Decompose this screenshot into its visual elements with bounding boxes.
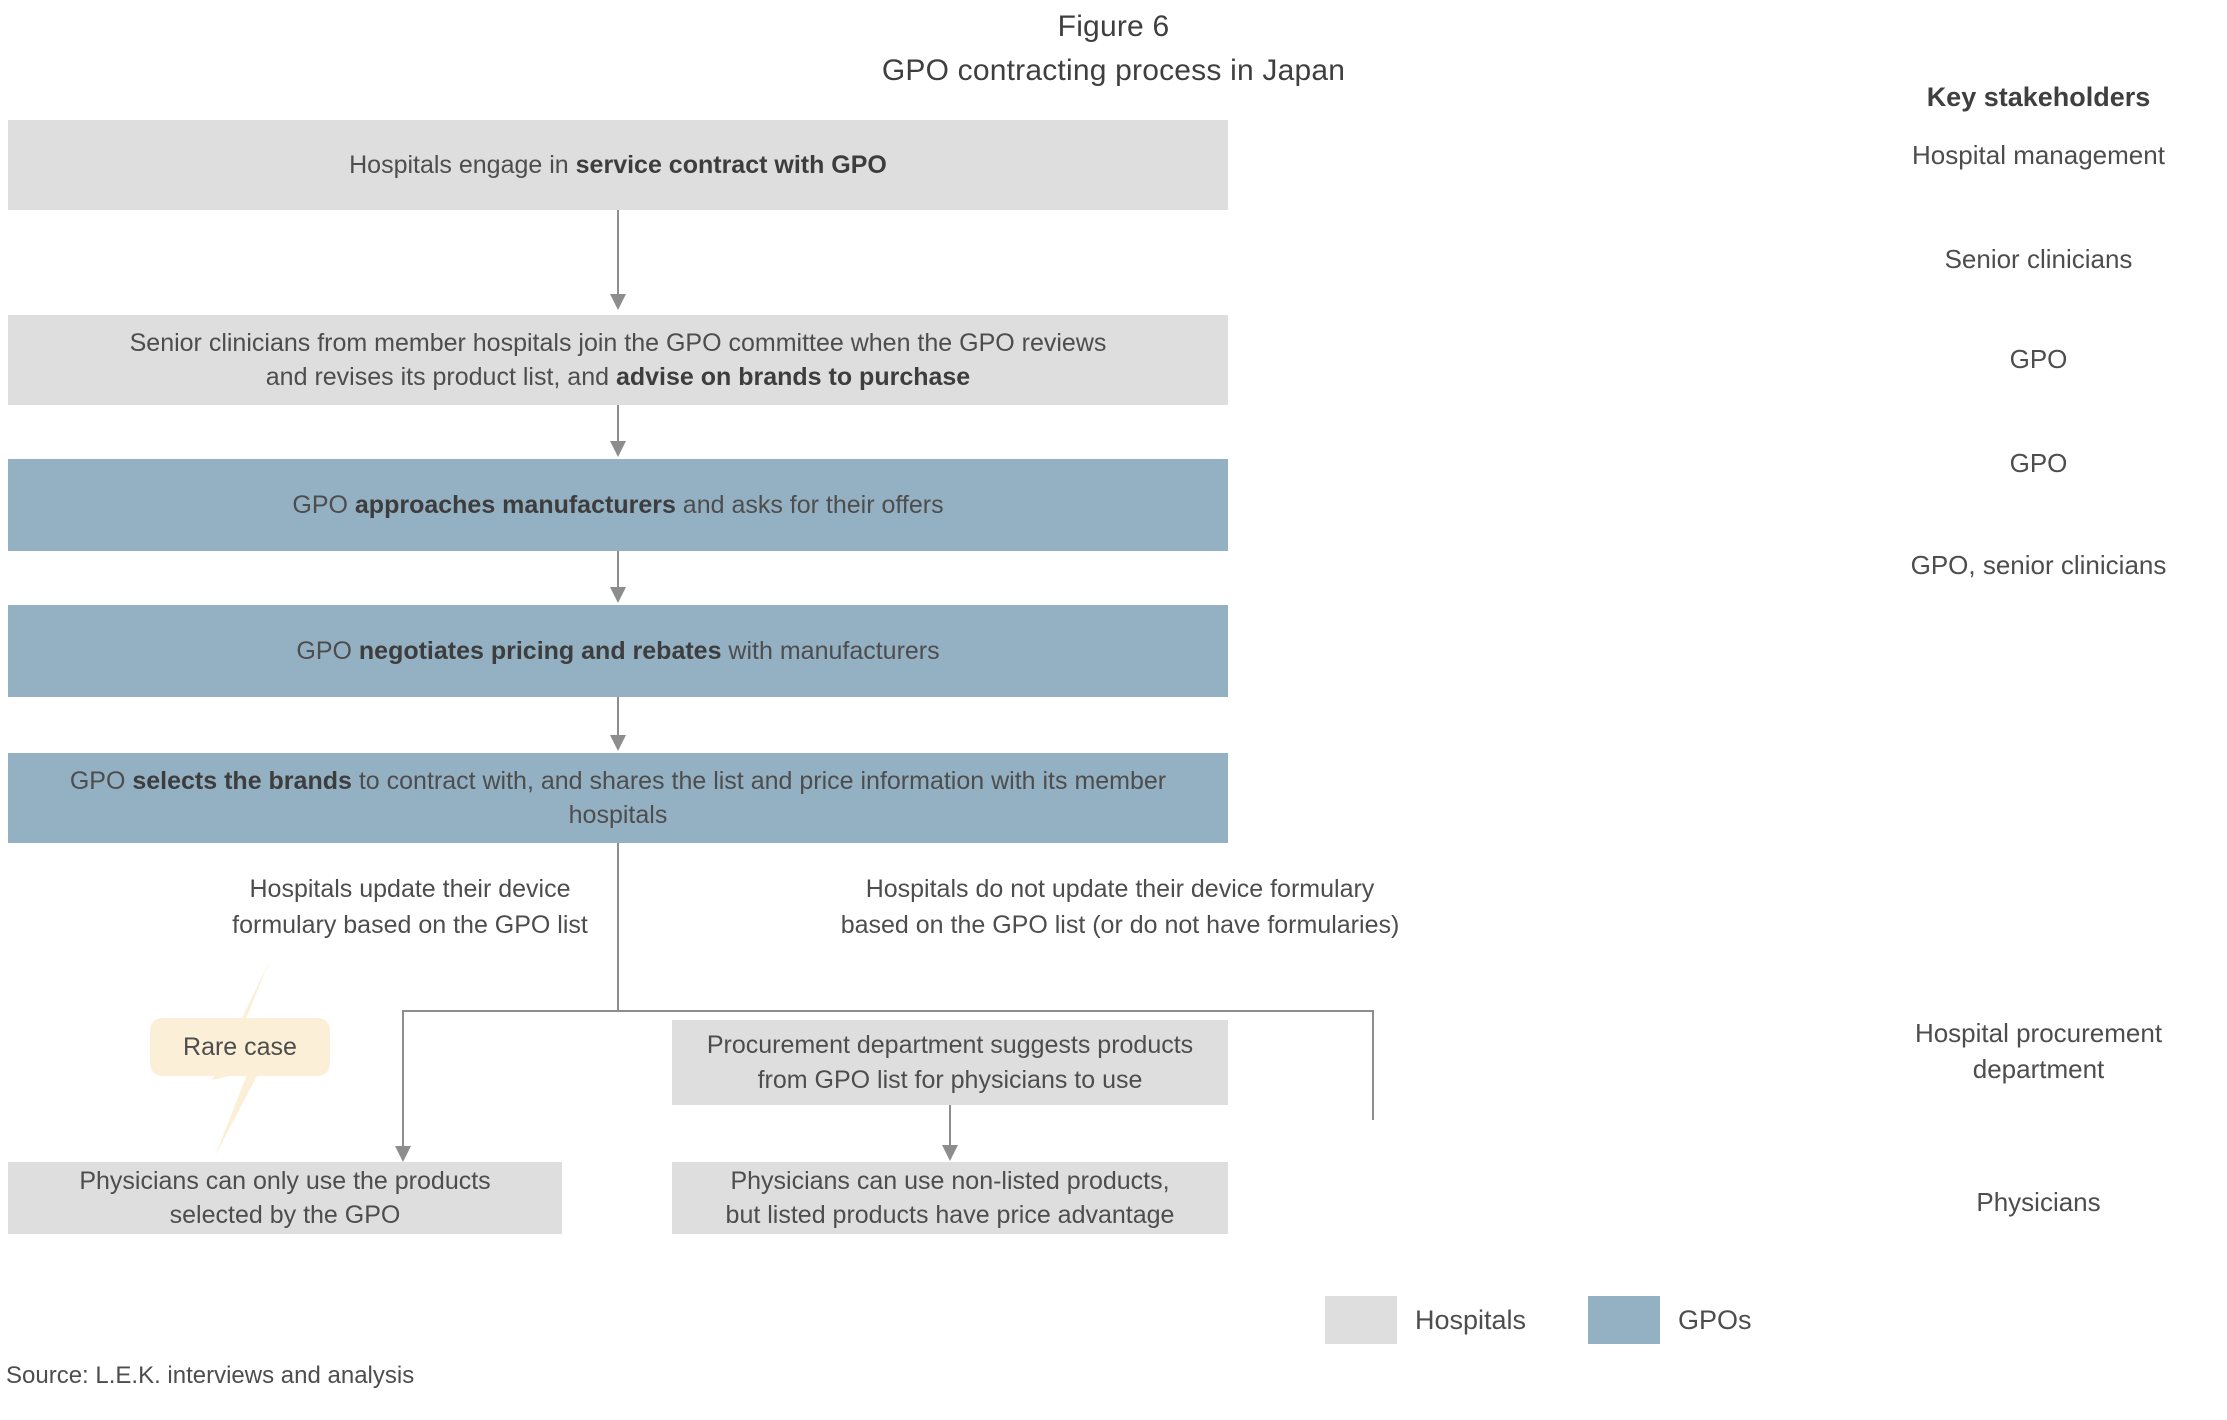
connector-step3-step4	[617, 551, 619, 589]
stakeholder-gpo-senior-clinicians: GPO, senior clinicians	[1910, 550, 2167, 580]
stakeholder-hospital-management: Hospital management	[1912, 140, 2165, 170]
branch-right-line1: Hospitals do not update their device for…	[865, 875, 1375, 903]
step-3-tail: and asks for their offers	[675, 490, 944, 519]
rare-case-bubble: Rare case	[150, 1018, 330, 1076]
legend-label-gpos: GPOs	[1678, 1304, 1752, 1335]
step-box-service-contract: Hospitals engage in service contract wit…	[8, 120, 1228, 210]
rare-case-callout: Rare case	[120, 960, 450, 1160]
arrowhead-step1-step2	[610, 294, 626, 310]
arrowhead-step3-step4	[610, 587, 626, 603]
stakeholders-header: Key stakeholders	[1926, 82, 2151, 112]
branch-label-left: Hospitals update their device formulary …	[130, 872, 690, 943]
connector-procurement-physicians-right	[949, 1105, 951, 1147]
legend-item-gpos: GPOs	[1588, 1296, 1752, 1344]
connector-split-left-drop	[402, 1010, 404, 1148]
connector-step1-step2	[617, 210, 619, 298]
branch-left-line2: formulary based on the GPO list	[232, 910, 588, 939]
step-5-strong: selects the brands	[132, 766, 352, 795]
branch-right-line2: based on the GPO list (or do not have fo…	[840, 910, 1400, 939]
step-2-line2-lead: and revises its product list, and	[265, 363, 616, 391]
legend-item-hospitals: Hospitals	[1325, 1296, 1526, 1344]
stakeholder-physicians: Physicians	[1976, 1187, 2101, 1217]
stakeholder-hospital-procurement-department: Hospital procurement department	[1850, 1016, 2227, 1088]
stakeholder-procurement-line2: department	[1972, 1053, 2105, 1084]
arrowhead-step4-step5	[610, 735, 626, 751]
connector-step2-step3	[617, 405, 619, 443]
rare-case-label: Rare case	[183, 1032, 297, 1061]
connector-split-right-drop	[1372, 1010, 1374, 1120]
step-3-lead: GPO	[292, 490, 355, 519]
source-note: Source: L.E.K. interviews and analysis	[6, 1362, 415, 1389]
connector-split-bar	[402, 1010, 1374, 1012]
legend: Hospitals GPOs	[1325, 1296, 1752, 1344]
physicians-left-line1: Physicians can only use the products	[79, 1166, 491, 1195]
procurement-line2: from GPO list for physicians to use	[757, 1065, 1143, 1094]
branch-label-right: Hospitals do not update their device for…	[660, 872, 1580, 943]
box-physicians-non-listed: Physicians can use non-listed products, …	[672, 1162, 1228, 1234]
physicians-right-line2: but listed products have price advantage	[725, 1201, 1175, 1229]
box-physicians-gpo-only: Physicians can only use the products sel…	[8, 1162, 562, 1234]
connector-split-stem	[617, 843, 619, 1011]
connector-step4-step5	[617, 697, 619, 737]
legend-swatch-hospitals	[1325, 1296, 1397, 1344]
stakeholder-procurement-line1: Hospital procurement	[1914, 1018, 2163, 1048]
figure-subtitle: GPO contracting process in Japan	[881, 54, 1346, 87]
step-box-approach-manufacturers: GPO approaches manufacturers and asks fo…	[8, 459, 1228, 551]
step-1-lead: Hospitals engage in	[349, 150, 576, 179]
step-4-tail: with manufacturers	[721, 636, 940, 665]
procurement-line1: Procurement department suggests products	[706, 1031, 1194, 1059]
physicians-left-line2: selected by the GPO	[169, 1201, 401, 1229]
step-box-gpo-committee: Senior clinicians from member hospitals …	[8, 315, 1228, 405]
branch-left-line1: Hospitals update their device	[249, 875, 571, 903]
arrowhead-to-physicians-left	[395, 1146, 411, 1162]
step-5-lead: GPO	[69, 766, 133, 795]
step-2-line1: Senior clinicians from member hospitals …	[129, 328, 1107, 357]
step-4-lead: GPO	[296, 636, 359, 665]
physicians-right-line1: Physicians can use non-listed products,	[730, 1166, 1170, 1195]
step-1-strong: service contract with GPO	[575, 150, 887, 179]
stakeholder-gpo-1: GPO	[2009, 344, 2068, 374]
legend-swatch-gpos	[1588, 1296, 1661, 1344]
figure-title: Figure 6	[1057, 10, 1170, 43]
step-box-negotiate-pricing: GPO negotiates pricing and rebates with …	[8, 605, 1228, 697]
box-procurement-department: Procurement department suggests products…	[672, 1020, 1228, 1105]
step-2-line2-strong: advise on brands to purchase	[615, 363, 971, 391]
arrowhead-to-physicians-right	[942, 1145, 958, 1161]
stakeholder-gpo-2: GPO	[2009, 448, 2068, 478]
step-4-strong: negotiates pricing and rebates	[358, 636, 722, 665]
stakeholder-senior-clinicians: Senior clinicians	[1944, 244, 2133, 274]
step-5-tail: to contract with, and shares the list an…	[351, 766, 1167, 830]
step-3-strong: approaches manufacturers	[354, 490, 676, 519]
step-box-select-brands: GPO selects the brands to contract with,…	[8, 753, 1228, 843]
legend-label-hospitals: Hospitals	[1415, 1304, 1527, 1335]
arrowhead-step2-step3	[610, 441, 626, 457]
